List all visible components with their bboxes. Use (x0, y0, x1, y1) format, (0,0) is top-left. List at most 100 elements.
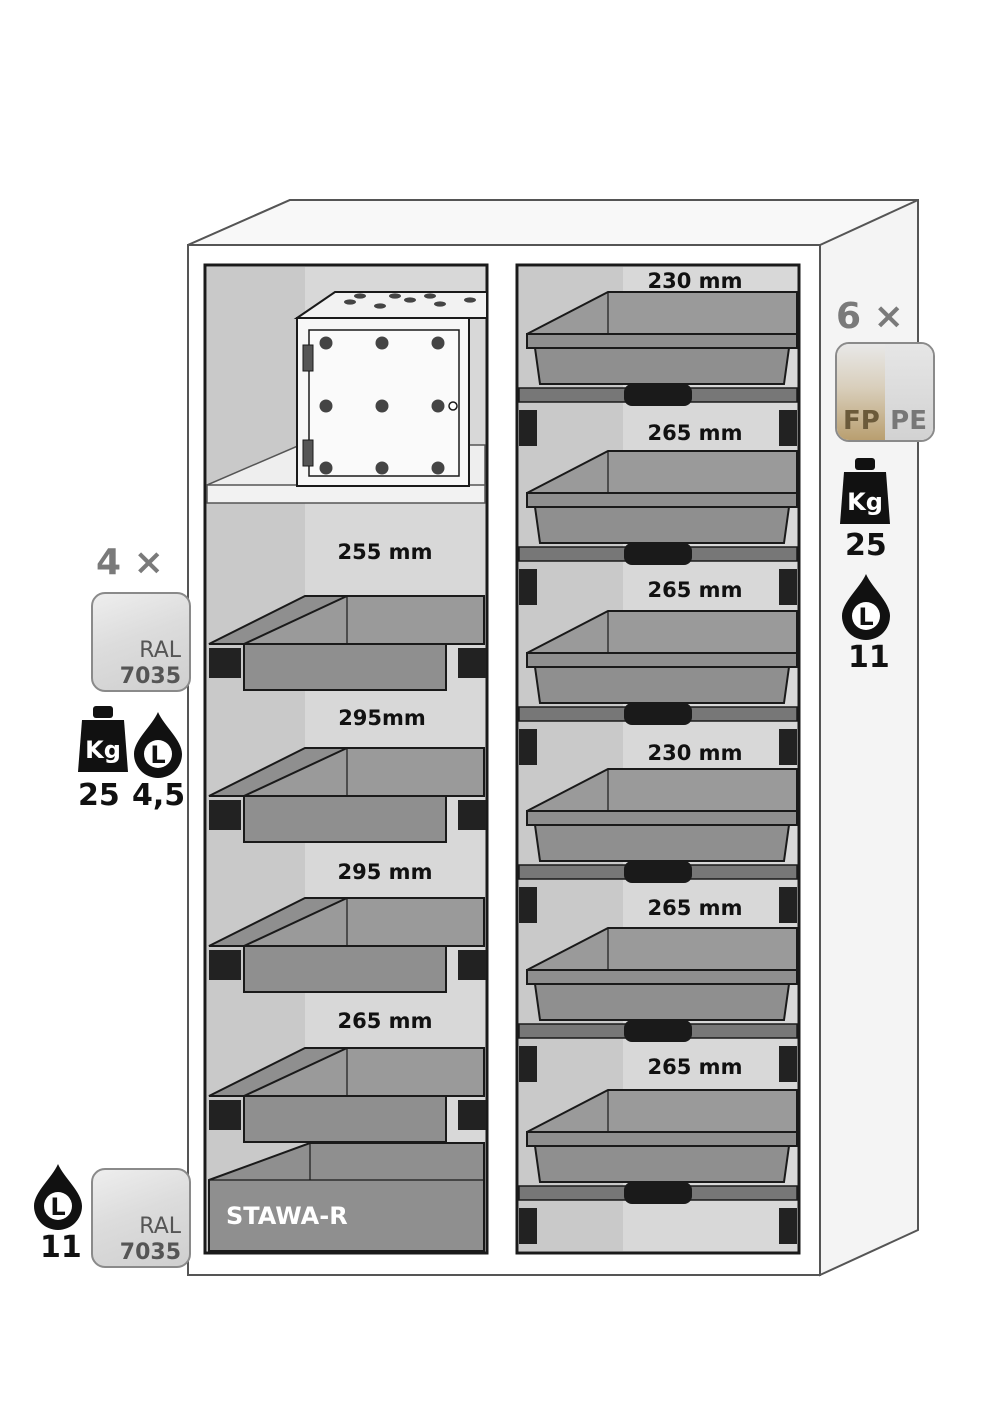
left-height-label: 265 mm (337, 1009, 433, 1033)
tray-body (533, 347, 791, 385)
locker-hole (319, 461, 333, 475)
tray-runner-left (519, 410, 537, 446)
locker-perforations (319, 293, 476, 475)
locker-hole (375, 399, 389, 413)
shelf-runner-left (209, 950, 241, 980)
tray-body (533, 666, 791, 704)
pull-out-shelf (208, 1047, 486, 1143)
tray-rim (526, 333, 798, 349)
shelf-front (243, 643, 447, 691)
ral-word: RAL (139, 638, 181, 663)
locker-hole-top (424, 293, 436, 299)
tray-rim (526, 492, 798, 508)
pull-out-shelf (208, 897, 486, 993)
drip-tray (518, 450, 798, 605)
tray-handle (624, 1020, 692, 1042)
right-height-label: 265 mm (647, 1055, 743, 1079)
locker-hole (431, 336, 445, 350)
tray-runner-left (519, 729, 537, 765)
right-height-label: 265 mm (647, 896, 743, 920)
shelf-front (243, 1095, 447, 1143)
tray-handle (624, 1182, 692, 1204)
locker-hole (319, 399, 333, 413)
tray-runner-left (519, 1208, 537, 1244)
tray-handle (624, 703, 692, 725)
drip-tray (518, 610, 798, 765)
locker-hole-top (354, 293, 366, 299)
perforated-locker (293, 291, 488, 487)
tray-body (533, 824, 791, 862)
ral-word: RAL (139, 1214, 181, 1239)
right-height-label: 230 mm (647, 269, 743, 293)
shelf-runner-left (209, 800, 241, 830)
shelf-front (243, 795, 447, 843)
tray-runner-right (779, 887, 797, 923)
drip-tray (518, 1089, 798, 1244)
locker-hole (319, 336, 333, 350)
right-liquid-value: 11 (848, 640, 890, 675)
liquid-drop-icon: L (34, 1164, 82, 1230)
drip-tray (518, 768, 798, 923)
tray-runner-left (519, 887, 537, 923)
liquid-icon-text: L (50, 1193, 65, 1221)
shelf-runner-right (458, 648, 486, 678)
drip-tray (518, 927, 798, 1082)
tray-body (533, 1145, 791, 1183)
bottom-sump-label: STAWA-R (226, 1202, 348, 1230)
tray-rim (526, 652, 798, 668)
tray-body (533, 506, 791, 544)
shelf-runner-right (458, 800, 486, 830)
weight-icon-text: Kg (847, 488, 883, 516)
shelf-runner-left (209, 1100, 241, 1130)
weight-icon: Kg (840, 458, 890, 524)
left-shelf-count: 4 × (96, 542, 164, 583)
tray-handle (624, 384, 692, 406)
locker-hole (375, 336, 389, 350)
tray-runner-right (779, 729, 797, 765)
pull-out-shelf (208, 595, 486, 691)
right-weight-value: 25 (845, 528, 887, 563)
locker-hole-top (464, 297, 476, 303)
drip-tray (518, 291, 798, 446)
right-height-label: 265 mm (647, 578, 743, 602)
material-swatch: FP PE (835, 342, 935, 442)
tray-handle (624, 861, 692, 883)
locker-hole-top (374, 303, 386, 309)
liquid-drop-icon: L (134, 712, 182, 778)
locker-hole-top (389, 293, 401, 299)
tray-runner-right (779, 1046, 797, 1082)
material-pe-label: PE (890, 406, 927, 436)
weight-icon: Kg (78, 706, 128, 772)
locker-hole (375, 461, 389, 475)
shelf-front (243, 945, 447, 993)
bottom-liquid-value: 11 (40, 1230, 82, 1265)
right-tray-count: 6 × (836, 296, 904, 337)
pull-out-shelf (208, 747, 486, 843)
shelf-runner-left (209, 648, 241, 678)
ral-code: 7035 (119, 1240, 181, 1265)
tray-body (533, 983, 791, 1021)
tray-handle (624, 543, 692, 565)
ral-code: 7035 (119, 664, 181, 689)
liquid-icon-text: L (858, 603, 873, 631)
tray-rim (526, 1131, 798, 1147)
left-height-label: 295mm (338, 706, 426, 730)
right-drip-trays (518, 291, 798, 1244)
right-height-label: 230 mm (647, 741, 743, 765)
weight-icon-text: Kg (85, 736, 121, 764)
locker-hole-top (434, 301, 446, 307)
left-pull-out-shelves (208, 595, 486, 1143)
tray-runner-left (519, 1046, 537, 1082)
left-height-label: 295 mm (337, 860, 433, 884)
tray-runner-right (779, 1208, 797, 1244)
liquid-icon-text: L (150, 741, 165, 769)
shelf-runner-right (458, 950, 486, 980)
shelf-runner-right (458, 1100, 486, 1130)
material-fp-label: FP (843, 406, 880, 436)
right-height-label: 265 mm (647, 421, 743, 445)
locker-hole-top (404, 297, 416, 303)
liquid-drop-icon: L (842, 574, 890, 640)
ral-color-swatch: RAL 7035 (91, 592, 191, 692)
bottom-sump (208, 1142, 485, 1252)
